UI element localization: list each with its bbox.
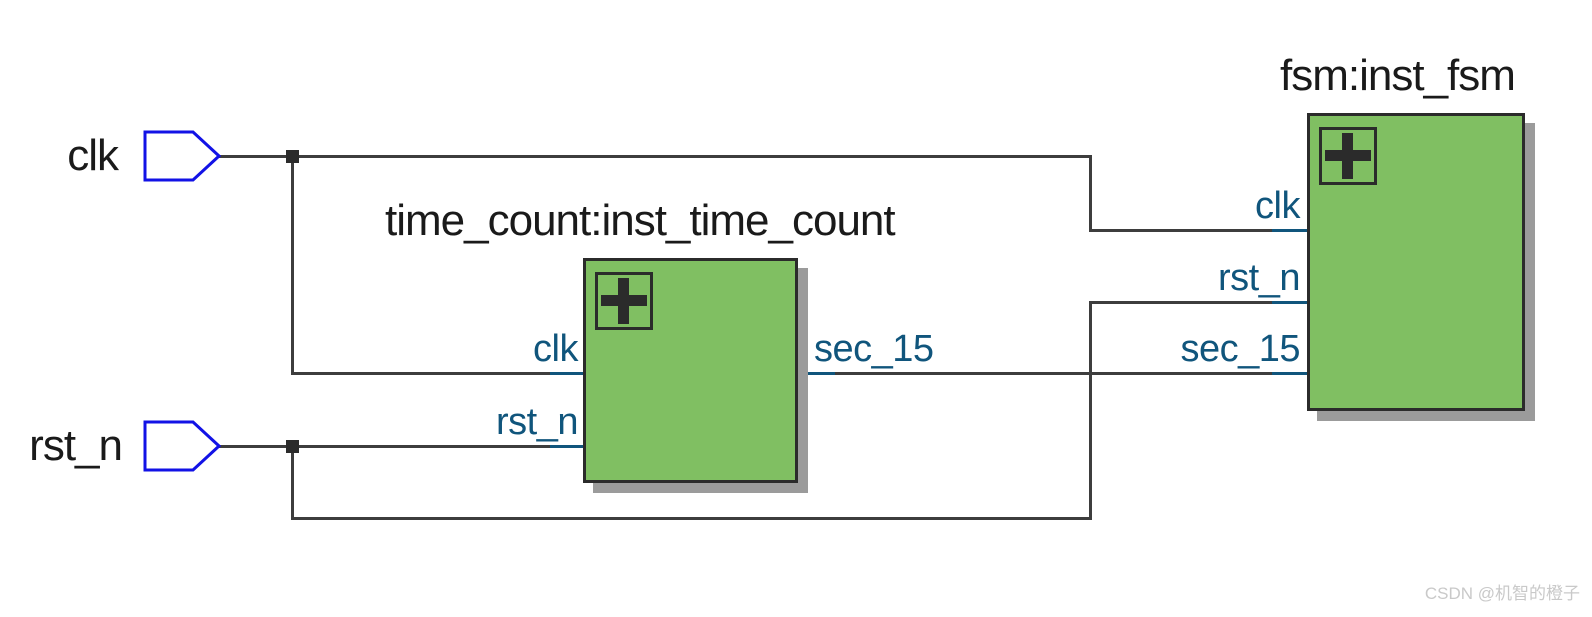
instance-title-time-count: time_count:inst_time_count	[385, 196, 896, 245]
port-stub-time-count-sec15[interactable]	[763, 372, 835, 375]
wire-net-rstn-riser[interactable]	[1089, 301, 1092, 520]
pin-label-time-count-sec15: sec_15	[814, 328, 934, 370]
pin-label-time-count-clk: clk	[533, 328, 578, 370]
wire-net-sec15[interactable]	[796, 372, 1309, 375]
wire-junction-dot	[286, 440, 299, 453]
wire-net-rstn-main[interactable]	[219, 445, 585, 448]
io-port-label-clk: clk	[67, 131, 119, 180]
instance-block-fsm[interactable]	[1307, 113, 1525, 411]
expand-plus-icon[interactable]	[1319, 127, 1377, 185]
wire-net-clk-main[interactable]	[219, 155, 1092, 158]
input-port-pentagon-icon[interactable]	[143, 420, 221, 472]
wire-net-clk-branch-vertical[interactable]	[291, 155, 294, 375]
wire-junction-dot	[286, 150, 299, 163]
input-port-pentagon-icon[interactable]	[143, 130, 221, 182]
pin-label-fsm-rstn: rst_n	[1218, 257, 1300, 299]
wire-net-clk-into-fsm[interactable]	[1089, 229, 1309, 232]
pin-label-fsm-clk: clk	[1255, 185, 1300, 227]
instance-title-fsm: fsm:inst_fsm	[1280, 51, 1516, 100]
wire-net-rstn-into-fsm[interactable]	[1089, 301, 1309, 304]
wire-net-rstn-drop[interactable]	[291, 445, 294, 520]
watermark-text: CSDN @机智的橙子	[1424, 584, 1580, 603]
wire-net-clk-drop-to-fsm[interactable]	[1089, 155, 1092, 232]
wire-net-clk-into-time-count[interactable]	[291, 372, 585, 375]
instance-block-time-count[interactable]	[583, 258, 798, 483]
wire-net-rstn-bottom-run[interactable]	[291, 517, 1092, 520]
pin-label-fsm-sec15: sec_15	[1180, 328, 1300, 370]
io-port-label-rstn: rst_n	[29, 421, 123, 470]
expand-plus-icon[interactable]	[595, 272, 653, 330]
pin-label-time-count-rstn: rst_n	[496, 401, 578, 443]
